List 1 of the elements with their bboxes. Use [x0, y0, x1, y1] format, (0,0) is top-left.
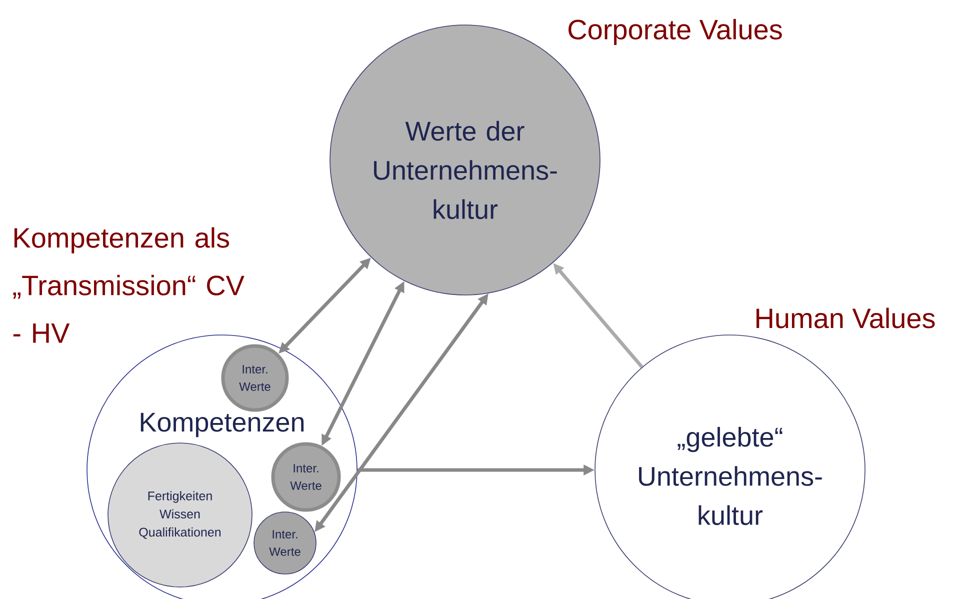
- heading: Human Values: [756, 308, 935, 328]
